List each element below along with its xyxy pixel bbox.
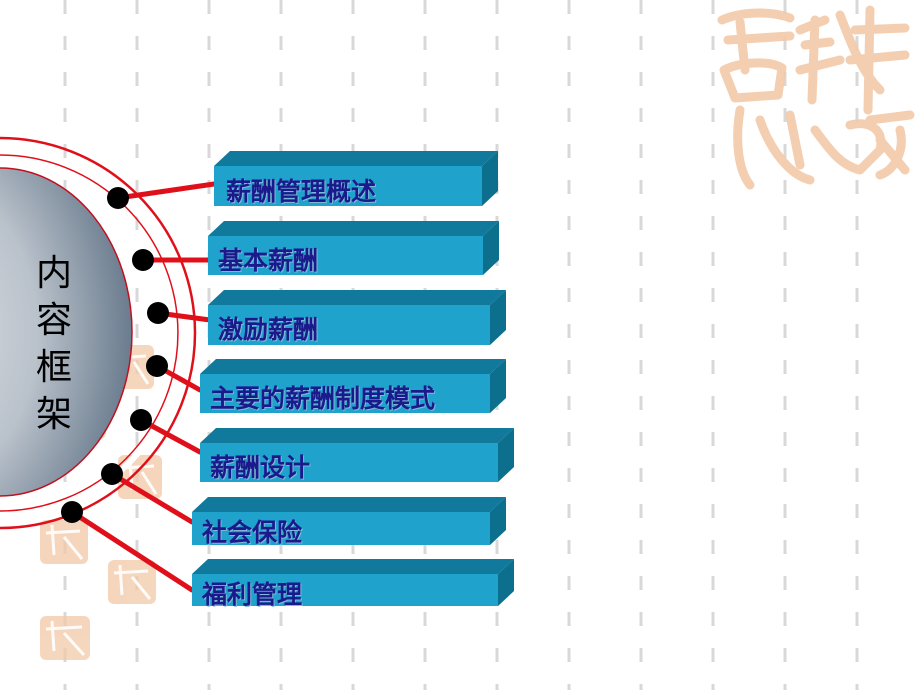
menu-item-label[interactable]: 社会保险 [202, 518, 303, 547]
menu-item-label[interactable]: 激励薪酬 [218, 315, 319, 344]
title-char: 容 [35, 300, 72, 341]
menu-box-6 [192, 497, 506, 545]
menu-item-label[interactable]: 基本薪酬 [218, 246, 319, 275]
menu-item-label[interactable]: 主要的薪酬制度模式 [210, 384, 436, 413]
menu-item-label[interactable]: 福利管理 [202, 580, 303, 609]
menu-box-2 [208, 221, 499, 275]
menu-item-label[interactable]: 薪酬管理概述 [226, 177, 377, 206]
concentric-arcs [0, 136, 197, 530]
title-circle [0, 167, 133, 497]
menu-item-label[interactable]: 薪酬设计 [210, 453, 311, 482]
menu-box-5 [200, 428, 514, 482]
dashed-grid [63, 0, 859, 690]
seal-decoration-large [717, 5, 915, 190]
title-vertical: 内 容 框 架 [26, 250, 82, 438]
title-char: 框 [35, 347, 72, 388]
connector-dots [61, 187, 169, 523]
menu-box-1 [214, 151, 498, 206]
menu-box-4 [200, 359, 506, 413]
menu-box-7 [192, 559, 514, 606]
title-char: 内 [35, 253, 72, 294]
menu-box-3 [208, 290, 506, 345]
title-char: 架 [35, 394, 72, 435]
